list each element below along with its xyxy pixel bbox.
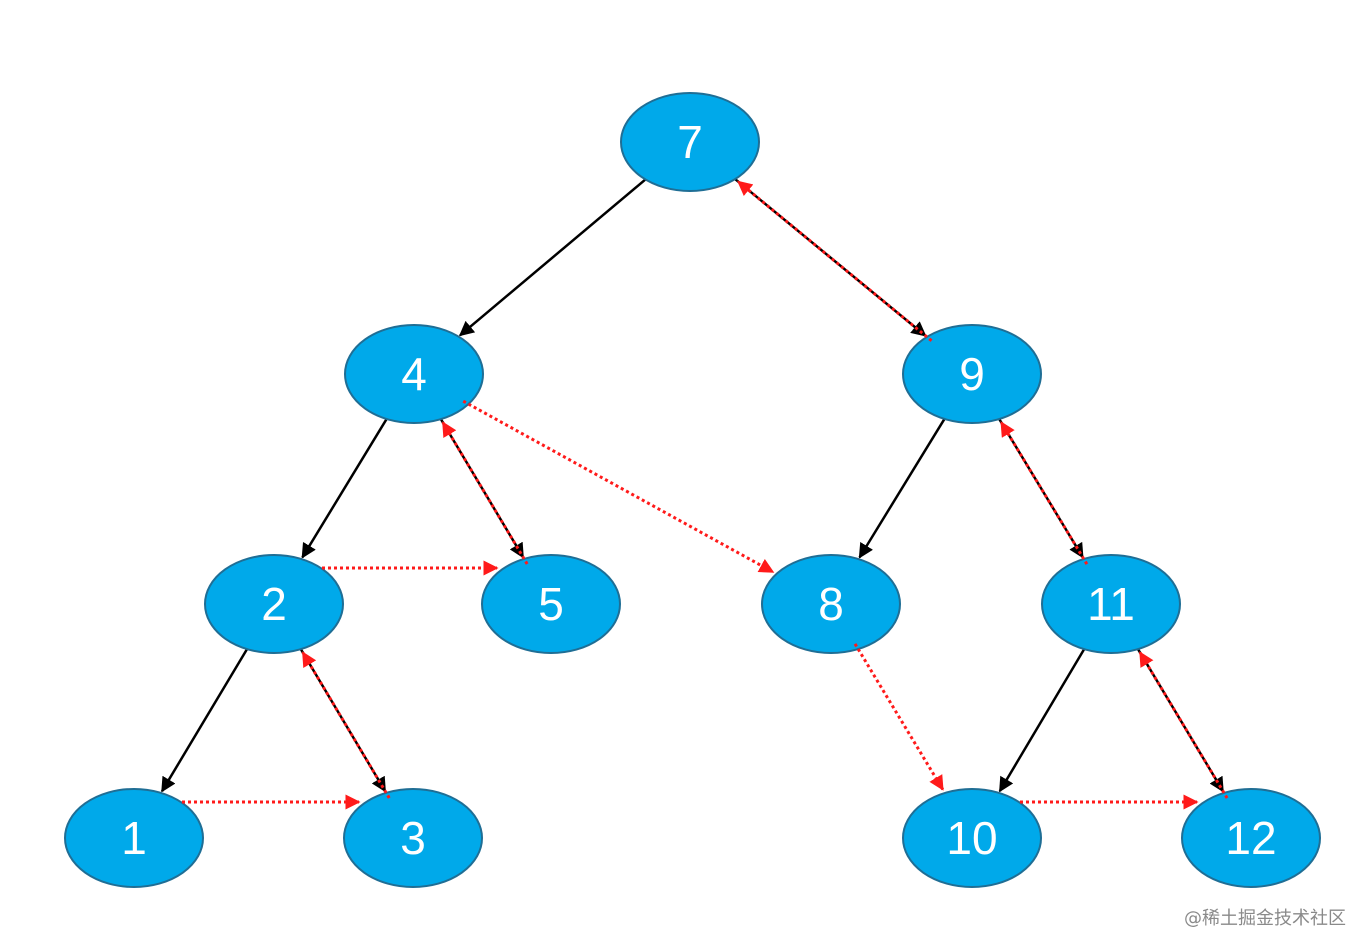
- node-ellipse: [481, 554, 621, 654]
- tree-node-7: 7: [620, 92, 760, 192]
- tree-edge-9-to-8: [858, 418, 946, 559]
- tree-edge-2-to-1: [160, 648, 249, 793]
- node-label: 7: [677, 116, 703, 168]
- tree-node-4: 4: [344, 324, 484, 424]
- node-ellipse: [343, 788, 483, 888]
- tree-edge-11-to-10: [998, 648, 1086, 793]
- node-ellipse: [761, 554, 901, 654]
- node-label: 4: [401, 348, 427, 400]
- tree-node-8: 8: [761, 554, 901, 654]
- watermark-text: @稀土掘金技术社区: [1184, 908, 1346, 929]
- tree-edge-4-to-5: [439, 418, 525, 559]
- node-label: 12: [1225, 812, 1276, 864]
- node-ellipse: [344, 324, 484, 424]
- tree-edge-9-to-11: [998, 418, 1084, 559]
- tree-node-5: 5: [481, 554, 621, 654]
- node-label: 3: [400, 812, 426, 864]
- tree-node-12: 12: [1181, 788, 1321, 888]
- node-label: 1: [121, 812, 147, 864]
- node-ellipse: [902, 788, 1042, 888]
- tree-edges: [160, 178, 1225, 793]
- node-ellipse: [204, 554, 344, 654]
- node-ellipse: [1181, 788, 1321, 888]
- node-ellipse: [64, 788, 204, 888]
- node-ellipse: [1041, 554, 1181, 654]
- tree-edge-7-to-4: [458, 178, 647, 337]
- node-label: 10: [946, 812, 997, 864]
- thread-edge-4-to-8: [462, 399, 775, 574]
- thread-edges: [182, 180, 1229, 810]
- thread-edge-3-to-2: [301, 651, 391, 799]
- thread-edge-12-to-11: [1138, 651, 1229, 799]
- node-label: 11: [1087, 578, 1135, 630]
- thread-edge-8-to-10: [853, 643, 945, 791]
- tree-node-1: 1: [64, 788, 204, 888]
- node-ellipse: [902, 324, 1042, 424]
- node-ellipse: [620, 92, 760, 192]
- tree-node-2: 2: [204, 554, 344, 654]
- tree-node-9: 9: [902, 324, 1042, 424]
- tree-node-11: 11: [1041, 554, 1181, 654]
- node-label: 9: [959, 348, 985, 400]
- tree-node-3: 3: [343, 788, 483, 888]
- tree-edge-4-to-2: [301, 418, 388, 559]
- tree-node-10: 10: [902, 788, 1042, 888]
- node-label: 5: [538, 578, 564, 630]
- node-label: 8: [818, 578, 844, 630]
- node-label: 2: [261, 578, 287, 630]
